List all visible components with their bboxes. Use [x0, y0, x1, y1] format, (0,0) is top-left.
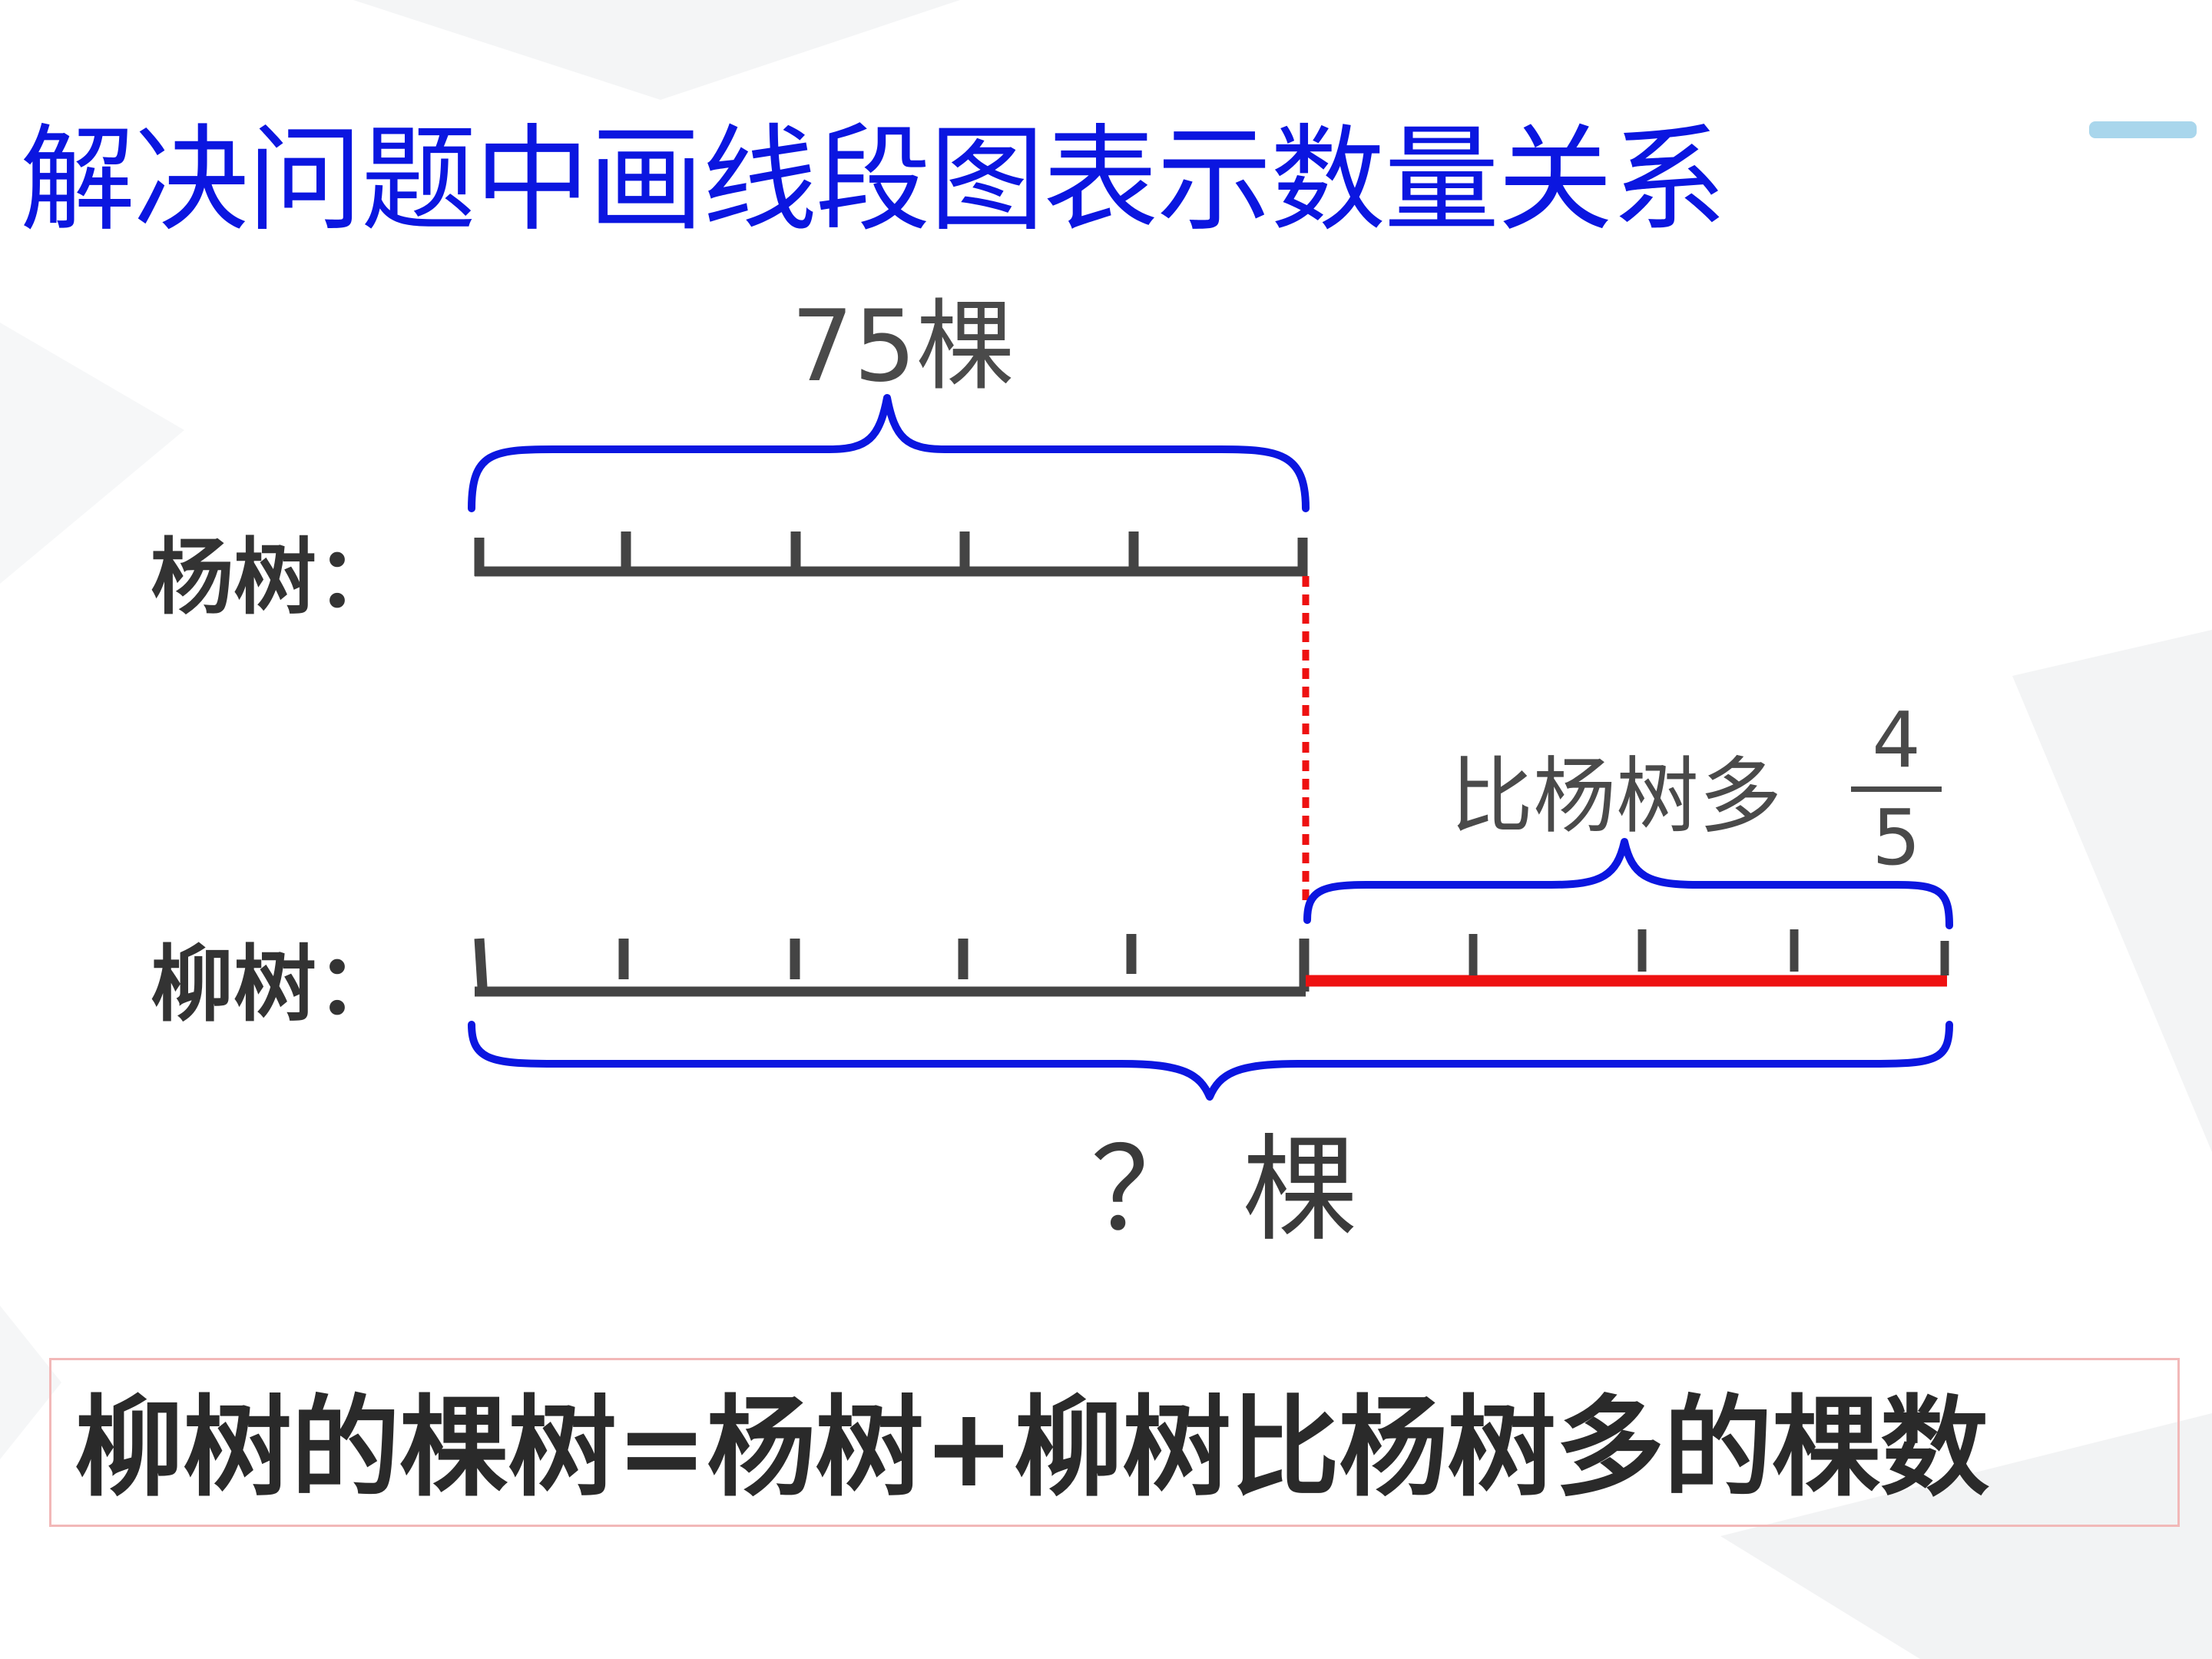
- willow-tick: [474, 938, 488, 988]
- willow-total-label: ？ 棵: [1091, 1124, 1358, 1257]
- willow-total-brace: [468, 1021, 1953, 1101]
- poplar-total-label: 75棵: [791, 290, 1015, 404]
- fraction-numerator: 4: [1872, 695, 1921, 785]
- bg-triangle-top: [353, 0, 960, 100]
- relationship-formula: 柳树的棵树=杨树+柳树比杨树多的棵数: [75, 1385, 1989, 1512]
- fraction-denominator: 5: [1872, 793, 1921, 882]
- fraction-four-fifths: 4 5: [1851, 697, 1942, 881]
- extra-part-brace: [1303, 838, 1953, 929]
- accent-bar-top-right: [2089, 121, 2197, 138]
- bg-triangle-left: [0, 323, 184, 584]
- fraction-bar: [1851, 786, 1942, 792]
- willow-row-label: 柳树：: [151, 937, 400, 1033]
- more-than-label: 比杨树多: [1450, 749, 1783, 845]
- bg-triangle-right: [2012, 630, 2212, 1152]
- poplar-ticks: [474, 531, 1308, 576]
- bg-triangle-lower-left: [0, 1306, 61, 1459]
- bg-triangle-bottom: [1720, 1413, 2212, 1659]
- willow-base-ticks: [474, 934, 1310, 992]
- willow-extra-ticks: [1469, 929, 1949, 975]
- poplar-row-label: 杨树：: [151, 530, 400, 626]
- formula-box: 柳树的棵树=杨树+柳树比杨树多的棵数: [49, 1358, 2180, 1527]
- page-title: 解决问题中画线段图表示数量关系: [20, 114, 1727, 247]
- poplar-total-brace: [468, 394, 1310, 512]
